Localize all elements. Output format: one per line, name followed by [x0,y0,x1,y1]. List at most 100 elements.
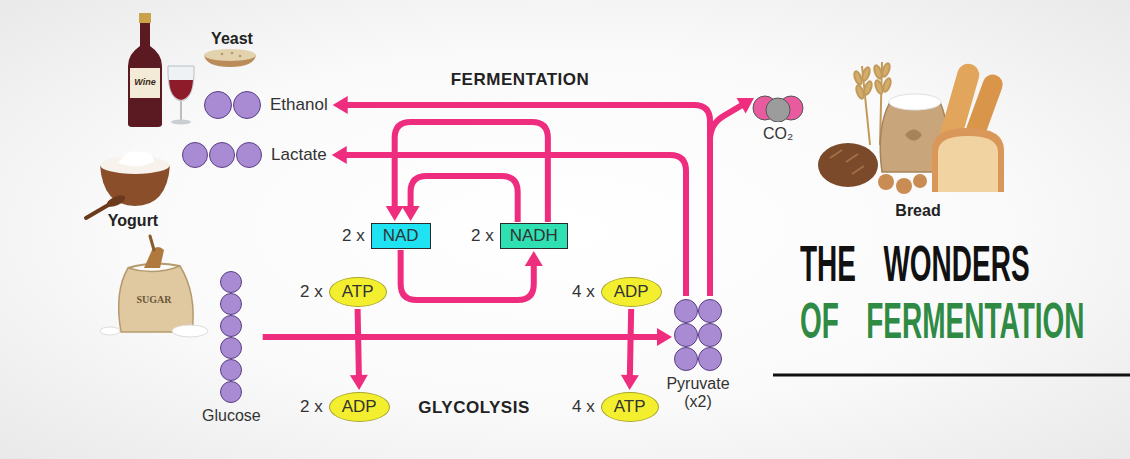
molecule-icon-holder [203,90,262,120]
arrowhead [386,206,404,221]
wine-bottle-part [139,13,151,23]
poster-title: THE WONDERS OF FERMENTATION [800,236,1092,350]
molecule-icon [219,270,243,404]
molecule-name: Ethanol [270,95,328,115]
wine-glass-part [169,80,193,100]
count-label: 2 x [300,282,323,302]
atom [675,300,698,323]
wheat-stalk-part [861,66,871,81]
molecule-icon-holder [752,94,804,122]
yeast-bowl-part [221,53,224,56]
arrowhead [402,206,420,221]
energy-ellipse: 4 xATP [572,392,659,422]
item-caption: Yeast [211,30,253,48]
molecule-name: ATP [329,277,387,307]
atom [766,98,790,122]
flow-arrow [350,309,368,390]
flow-line [401,250,534,300]
molecule-icon-holder [219,270,243,404]
bread-group-part [889,94,941,110]
gas-molecule: CO₂ [752,94,804,143]
wine-glass-part [180,101,182,121]
flow-arrow [621,309,639,390]
flow-arrow [332,146,686,296]
molecule-icon [203,90,262,120]
atom [221,316,242,337]
yogurt-bowl-part [118,151,154,166]
molecule-name: NADH [500,223,568,249]
sugar-sack-part [150,236,154,250]
yeast-bowl-part [239,55,242,58]
item-caption: Yogurt [108,212,158,230]
molecule-icon-holder [181,141,263,169]
yogurt-bowl [86,151,170,218]
product-molecule: Lactate [181,141,327,169]
count-label: 2 x [471,226,494,246]
arrowhead [657,328,672,346]
product-molecule: Ethanol [203,90,328,120]
molecule-icon [673,298,723,372]
arrowhead [737,98,754,113]
molecule-icon [181,141,263,169]
glucose-molecule: Glucose [202,270,261,425]
molecule-name: Lactate [271,145,327,165]
flow-line [411,176,518,222]
molecule-icon-holder [673,298,723,372]
flow-line [345,105,710,296]
flow-arrow [333,96,710,296]
bread-group-part [905,130,922,141]
cofactor-box: 2 xNAD [342,223,431,249]
count-label: 4 x [572,397,595,417]
molecule-name: ADP [329,392,390,422]
yeast-bowl-part [204,49,256,61]
wheat-stalk-part [881,62,891,77]
molecule-name: CO₂ [763,125,793,143]
flow-arrow [386,122,548,222]
atom [183,143,208,168]
wheat-stalk-part [863,80,873,95]
process-name: FERMENTATION [451,70,590,90]
atom [221,360,242,381]
count-label: 2 x [300,397,323,417]
bread-group [818,61,1006,194]
sugar-sack-part [119,266,193,332]
atom [221,338,242,359]
bread-group-part [818,143,878,187]
bread-group-part [913,174,927,188]
wine-glass-part [171,120,191,125]
energy-ellipse: 2 x ATP [300,277,387,307]
arrowhead [621,375,639,390]
atom [221,382,242,403]
atom [675,348,698,371]
molecule-name: Pyruvate (x2) [659,375,737,411]
count-label: 2 x [342,226,365,246]
flow-line [395,122,548,222]
arrowhead [333,96,348,114]
pyruvate-molecule: Pyruvate (x2) [659,298,737,411]
sugar-sack-part [172,325,208,337]
atom [699,348,722,371]
yogurt-bowl-part [105,193,127,210]
bread-group-part [932,128,1004,192]
wheat-stalk-part [882,77,892,92]
wine-bottle-part [128,14,162,127]
sugar-sack [100,236,208,337]
arrowhead [350,375,368,390]
yeast-bowl [204,49,256,67]
flow-line [358,309,359,378]
wine-glass [168,66,194,125]
wine-glass-part [168,66,194,101]
flow-line [710,104,744,296]
flow-arrow [263,328,672,346]
molecule-name: ADP [601,277,662,307]
flow-line [630,309,631,378]
sugar-sack-part [100,327,120,335]
energy-ellipse: 4 x ADP [572,277,662,307]
arrowhead [332,146,347,164]
flow-arrow [710,98,754,296]
yogurt-bowl-part [86,204,110,218]
count-label: 4 x [572,282,595,302]
energy-ellipse: 2 x ADP [300,392,390,422]
flow-arrow [402,176,518,222]
